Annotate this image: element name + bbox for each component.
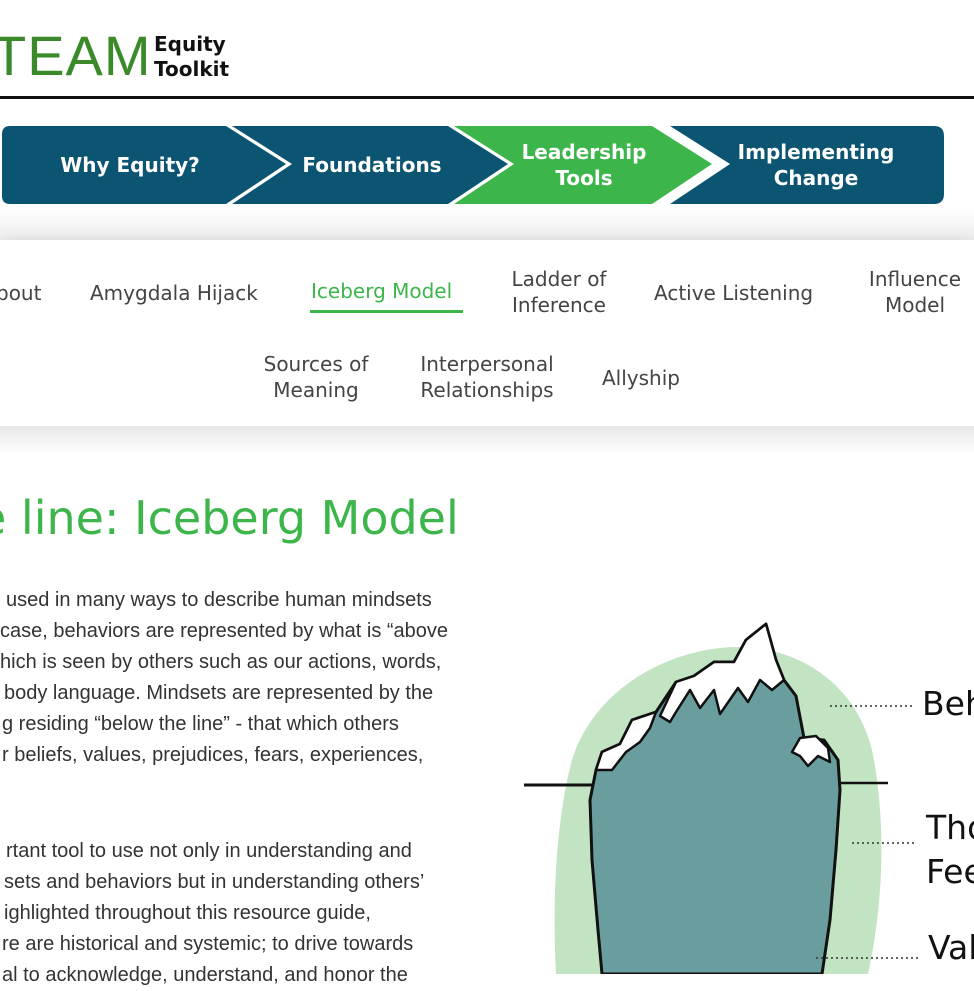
intro-line-3: hich is seen by others such as our actio… [0, 651, 442, 673]
intro-line-5: g residing “below the line” - that which… [2, 713, 399, 735]
logo-subtitle-line2: Toolkit [154, 57, 230, 81]
intro-line-2: case, behaviors are represented by what … [0, 620, 449, 642]
tab-interpersonal-relationships[interactable]: Interpersonal Relationships [420, 352, 554, 402]
step-shape-foundations[interactable] [232, 126, 508, 204]
tool-line-2: sets and behaviors but in understanding … [4, 871, 425, 893]
tab-allyship[interactable]: Allyship [602, 366, 680, 390]
label-feelings: Fee [926, 852, 974, 891]
intro-line-4: body language. Mindsets are represented … [4, 682, 434, 704]
step-shape-leadership-tools[interactable] [454, 126, 712, 204]
page-title: e line: Iceberg Model [0, 491, 459, 545]
subnav-top-shade [0, 208, 974, 242]
tab-amygdala-hijack[interactable]: Amygdala Hijack [90, 281, 258, 305]
iceberg-snow-peak [658, 622, 786, 724]
step-implementing-change[interactable]: Implementing Change [737, 140, 895, 190]
header-divider [0, 96, 974, 99]
label-behaviors: Beh [922, 684, 974, 723]
iceberg-snow-left [594, 710, 658, 772]
tab-active-indicator [310, 310, 463, 313]
iceberg-body [588, 622, 842, 974]
subnav-bottom-shade [0, 426, 974, 454]
subnav-panel [0, 240, 974, 426]
step-foundations[interactable]: Foundations [302, 153, 442, 177]
label-thoughts: Tho [926, 808, 974, 847]
logo-subtitle: Equity Toolkit [154, 32, 229, 82]
intro-line-6: r beliefs, values, prejudices, fears, ex… [2, 744, 424, 766]
tool-line-3: ighlighted throughout this resource guid… [4, 902, 371, 924]
tab-influence-model[interactable]: Influence Model [868, 267, 962, 317]
logo-subtitle-line1: Equity [154, 32, 226, 56]
step-leadership-tools[interactable]: Leadership Tools [521, 140, 647, 190]
intro-line-1: used in many ways to describe human mind… [6, 589, 432, 611]
tab-sources-of-meaning[interactable]: Sources of Meaning [263, 352, 369, 402]
tab-active-listening[interactable]: Active Listening [654, 281, 814, 305]
tab-ladder-of-inference[interactable]: Ladder of Inference [511, 267, 607, 317]
tab-iceberg-model[interactable]: Iceberg Model [311, 279, 453, 303]
label-values: Val [928, 928, 974, 967]
tool-line-1: rtant tool to use not only in understand… [6, 840, 412, 862]
step-why-equity[interactable]: Why Equity? [60, 153, 200, 177]
iceberg-snow-right [790, 734, 832, 768]
step-shape-implementing-change[interactable] [670, 126, 944, 204]
tool-line-4: re are historical and systemic; to drive… [2, 933, 414, 955]
logo-team[interactable]: TEAM [0, 24, 152, 87]
intro-paragraph: used in many ways to describe human mind… [0, 585, 500, 771]
tab-about[interactable]: bout [0, 281, 42, 305]
section-stepper [2, 126, 944, 204]
step-shape-why-equity[interactable] [2, 126, 286, 204]
